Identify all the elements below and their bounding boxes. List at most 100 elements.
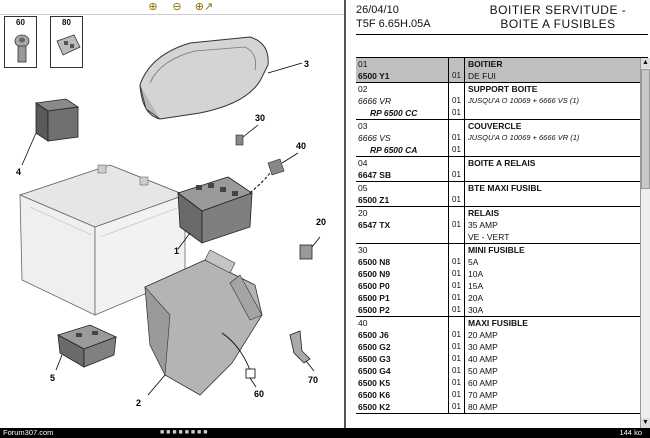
column-divider	[448, 207, 449, 243]
part-grommet[interactable]	[245, 368, 257, 388]
part-code: 6500 P2	[358, 305, 390, 315]
callout-label[interactable]: 1	[174, 246, 179, 256]
part-relay-box[interactable]	[21, 98, 80, 166]
part-code: 6547 TX	[358, 220, 391, 230]
zoom-area-icon[interactable]: ⊕↗	[194, 1, 214, 13]
part-qty: 01	[452, 257, 461, 266]
status-site: Forum307.com	[3, 428, 54, 437]
part-fuse-box[interactable]	[177, 176, 253, 250]
table-row[interactable]: 6500 N8 01 5A	[356, 256, 640, 268]
part-description: 60 AMP	[468, 378, 498, 388]
zoom-in-icon[interactable]: ⊕	[148, 1, 158, 13]
part-description: 5A	[468, 257, 479, 267]
callout-label[interactable]: 4	[16, 167, 21, 177]
part-code: 04	[358, 158, 368, 168]
part-maxi-fuse[interactable]	[249, 152, 299, 194]
thumbnail-part-60[interactable]: 60	[4, 16, 37, 68]
callout-label[interactable]: 5	[50, 373, 55, 383]
part-relay[interactable]	[299, 236, 321, 260]
part-cover[interactable]	[139, 36, 303, 120]
thumbnail-part-80[interactable]: 80	[50, 16, 83, 68]
callout-label[interactable]: 40	[296, 141, 306, 151]
scroll-down-icon[interactable]: ▼	[641, 418, 650, 428]
callout-label[interactable]: 70	[308, 375, 318, 385]
table-row[interactable]: 6647 SB 01	[356, 169, 640, 181]
title-line-2: BOITE A FUSIBLES	[500, 17, 616, 31]
table-row[interactable]: VE - VERT	[356, 231, 640, 243]
part-description: 20A	[468, 293, 484, 303]
column-divider	[448, 317, 449, 413]
part-maxi-fuse-box[interactable]	[55, 324, 118, 371]
part-description: DE FUI	[468, 71, 496, 81]
part-qty	[452, 157, 464, 169]
part-qty: 01	[452, 305, 461, 314]
part-bracket[interactable]	[289, 330, 315, 372]
part-code: 6500 N9	[358, 269, 391, 279]
callout-label[interactable]: 20	[316, 217, 326, 227]
part-code: 6500 N8	[358, 257, 391, 267]
part-code: 6666 VS	[358, 133, 391, 143]
part-qty: 01	[452, 170, 461, 179]
parts-pane: 26/04/10 T5F 6.65H.05A BOITIER SERVITUDE…	[348, 0, 650, 428]
part-code: 6500 G2	[358, 342, 391, 352]
part-code: 6647 SB	[358, 170, 392, 180]
vertical-scrollbar[interactable]: ▲ ▼	[640, 58, 650, 428]
part-description: SUPPORT BOITE	[468, 84, 538, 94]
part-description: 70 AMP	[468, 390, 498, 400]
part-mini-fuse[interactable]	[235, 124, 259, 146]
column-divider	[464, 244, 465, 316]
callout-label[interactable]: 60	[254, 389, 264, 399]
part-qty: 01	[452, 293, 461, 302]
part-code: 6500 K6	[358, 390, 391, 400]
part-support-tray[interactable]	[144, 249, 263, 396]
callout-label[interactable]: 30	[255, 113, 265, 123]
part-qty	[452, 231, 464, 243]
callout-label[interactable]: 3	[304, 59, 309, 69]
part-description: 30 AMP	[468, 342, 498, 352]
part-qty: 01	[452, 378, 461, 387]
part-qty: 01	[452, 195, 461, 204]
zoom-out-icon[interactable]: ⊖	[172, 1, 182, 13]
part-qty: 01	[452, 330, 461, 339]
part-qty: 01	[452, 390, 461, 399]
part-code: 05	[358, 183, 368, 193]
column-divider	[464, 207, 465, 243]
callout-label[interactable]: 2	[136, 398, 141, 408]
scroll-up-icon[interactable]: ▲	[641, 58, 650, 68]
scroll-thumb[interactable]	[641, 69, 650, 189]
table-row[interactable]: 6500 K6 01 70 AMP	[356, 389, 640, 401]
